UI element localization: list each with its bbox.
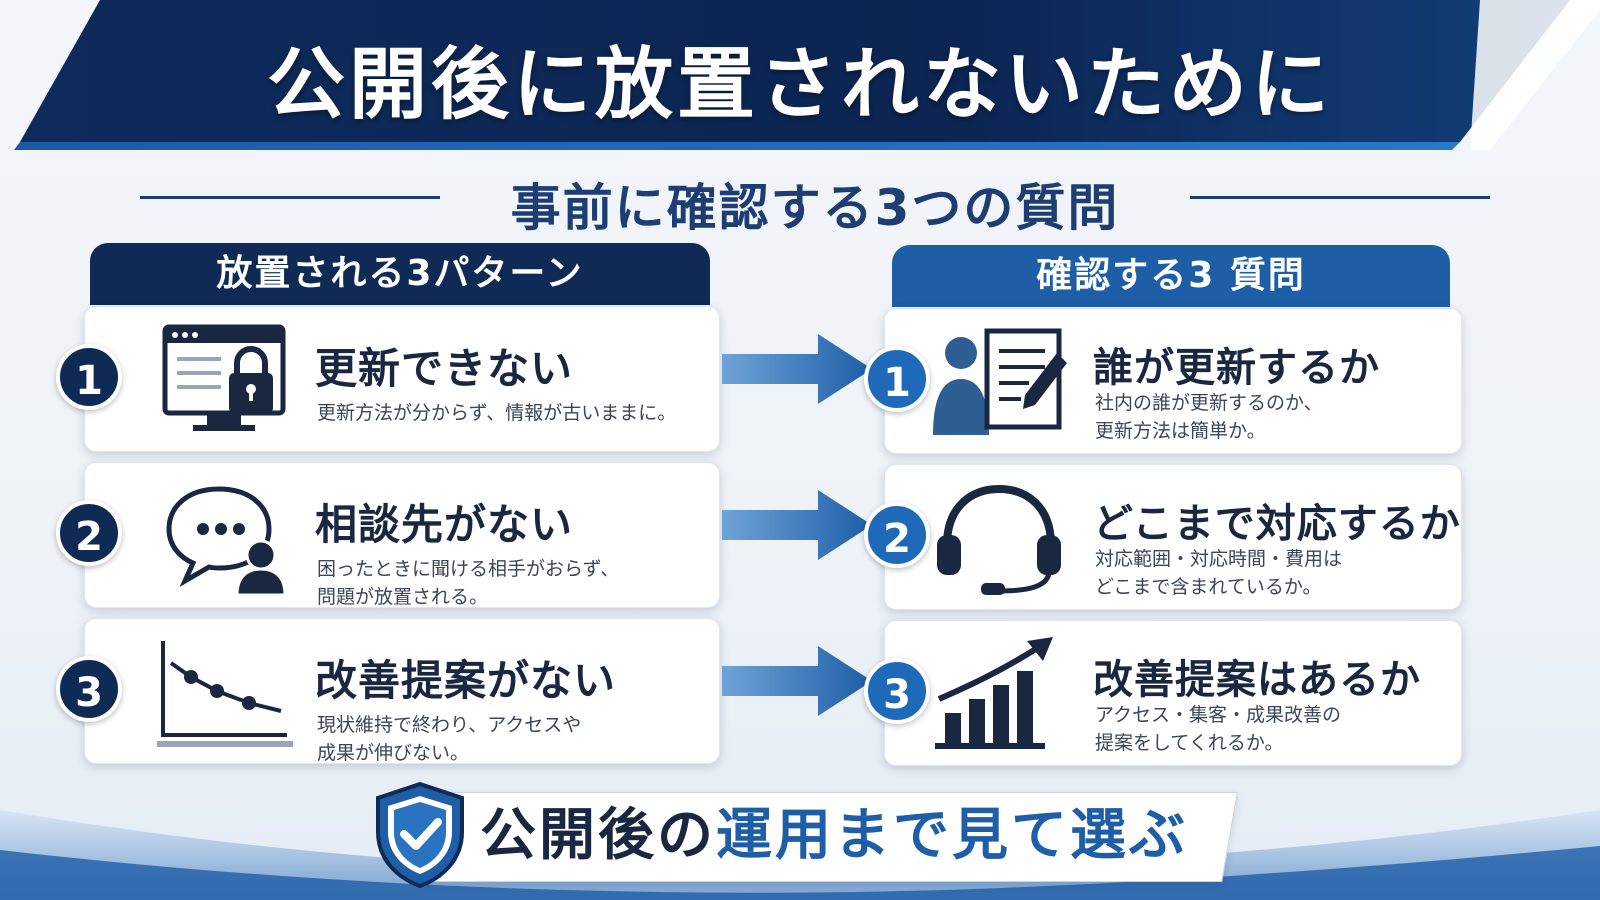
- pattern-title: 改善提案がない: [315, 656, 617, 705]
- footer-text-part2: 運用まで見て選ぶ: [716, 803, 1188, 868]
- number-badge-2: 2: [864, 502, 930, 568]
- pattern-description: 更新方法が分からず、情報が古いままに。: [317, 402, 677, 424]
- arrow-right-icon: [722, 646, 872, 716]
- footer-message: 公開後の運用まで見て選ぶ: [480, 796, 1200, 876]
- question-description: 対応範囲・対応時間・費用は どこまで含まれているか。: [1095, 548, 1343, 598]
- subtitle: 事前に確認する3つの質問: [510, 179, 1120, 237]
- question-title: どこまで対応するか: [1093, 501, 1461, 547]
- pattern-description: 困ったときに聞ける相手がおらず、 問題が放置される。: [317, 558, 620, 608]
- number-badge-2: 2: [56, 500, 122, 566]
- chat-bubble-person-icon: [157, 477, 297, 597]
- pattern-description: 現状維持で終わり、アクセスや 成果が伸びない。: [317, 714, 582, 764]
- pattern-card-3: 改善提案がない 現状維持で終わり、アクセスや 成果が伸びない。: [84, 618, 720, 764]
- footer-text-part1: 公開後の: [480, 803, 716, 868]
- divider-left: [140, 196, 440, 199]
- arrow-right-icon: [722, 490, 872, 560]
- arrow-right-icon: [722, 334, 872, 404]
- person-document-icon: [931, 323, 1071, 441]
- pattern-card-2: 相談先がない 困ったときに聞ける相手がおらず、 問題が放置される。: [84, 462, 720, 608]
- title-banner: 公開後に放置されないために: [0, 0, 1600, 150]
- question-card-2: どこまで対応するか 対応範囲・対応時間・費用は どこまで含まれているか。: [884, 464, 1462, 610]
- number-badge-1: 1: [56, 344, 122, 410]
- question-card-1: 誰が更新するか 社内の誰が更新するのか、 更新方法は簡単か。: [884, 308, 1462, 454]
- question-title: 改善提案はあるか: [1093, 657, 1421, 703]
- question-title: 誰が更新するか: [1093, 345, 1380, 391]
- pattern-title: 相談先がない: [315, 500, 574, 549]
- left-column-header: 放置される3パターン: [90, 243, 710, 305]
- question-card-3: 改善提案はあるか アクセス・集客・成果改善の 提案をしてくれるか。: [884, 620, 1462, 766]
- number-badge-1: 1: [864, 346, 930, 412]
- headset-icon: [931, 479, 1071, 597]
- question-description: アクセス・集客・成果改善の 提案をしてくれるか。: [1095, 704, 1342, 754]
- shield-check-icon: [376, 781, 464, 889]
- pattern-card-1: 更新できない 更新方法が分からず、情報が古いままに。: [84, 306, 720, 452]
- subtitle-row: 事前に確認する3つの質問: [0, 168, 1600, 237]
- question-description: 社内の誰が更新するのか、 更新方法は簡単か。: [1095, 392, 1323, 442]
- banner-background: [14, 0, 1600, 150]
- growth-chart-icon: [931, 635, 1071, 753]
- number-badge-3: 3: [56, 656, 122, 722]
- page-title: 公開後に放置されないために: [266, 40, 1333, 130]
- divider-right: [1190, 196, 1490, 199]
- right-column-header: 確認する3 質問: [892, 245, 1450, 307]
- number-badge-3: 3: [864, 658, 930, 724]
- locked-monitor-icon: [157, 321, 297, 439]
- pattern-title: 更新できない: [315, 344, 574, 393]
- declining-chart-icon: [157, 633, 297, 751]
